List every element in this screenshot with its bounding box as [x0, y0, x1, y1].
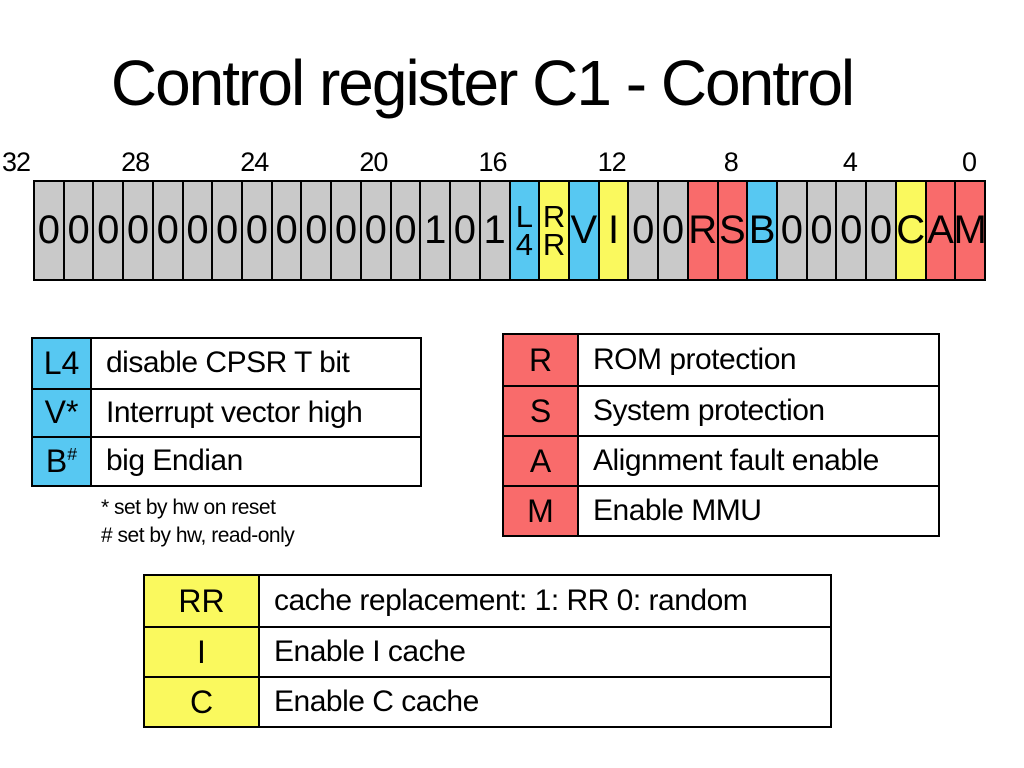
bit-scale-label: 32	[1, 147, 31, 177]
legend-key: RR	[145, 576, 260, 626]
register-bit-cell: M	[956, 182, 984, 279]
register-bit-cell: 0	[451, 182, 481, 279]
legend-table-control-bits: L4 disable CPSR T bit V* Interrupt vecto…	[31, 337, 422, 487]
bit-scale-label: 0	[961, 147, 977, 177]
register-bit-cell: 0	[332, 182, 362, 279]
bit-scale-label: 20	[359, 147, 388, 177]
legend-key: L4	[33, 339, 92, 388]
legend-table-protection-bits: R ROM protection S System protection A A…	[502, 333, 940, 537]
register-bit-cell: 0	[94, 182, 125, 279]
legend-key: B#	[33, 438, 92, 485]
register-bit-cell: 0	[124, 182, 154, 279]
register-bit-cell: 0	[302, 182, 333, 279]
legend-row: A Alignment fault enable	[504, 435, 938, 485]
legend-key: R	[504, 335, 579, 385]
legend-description: Enable MMU	[593, 494, 762, 527]
legend-description: System protection	[593, 394, 825, 427]
register-bit-cell: 0	[153, 182, 184, 279]
bit-scale-label: 4	[842, 147, 858, 177]
register-bit-cell: C	[896, 182, 927, 279]
legend-description: Enable C cache	[274, 685, 479, 718]
register-bit-cell: V	[569, 182, 600, 279]
legend-key: C	[145, 678, 260, 726]
legend-description: Interrupt vector high	[106, 395, 363, 429]
legend-row: B# big Endian	[33, 436, 420, 485]
legend-key: V*	[33, 389, 92, 437]
register-bit-cell: 0	[35, 182, 65, 279]
legend-key: S	[504, 387, 579, 435]
legend-row: S System protection	[504, 385, 938, 435]
legend-row: V* Interrupt vector high	[33, 387, 420, 437]
legend-description: ROM protection	[593, 343, 797, 376]
legend-description: disable CPSR T bit	[106, 346, 350, 380]
register-bit-cell: 1	[480, 182, 511, 279]
legend-row: R ROM protection	[504, 335, 938, 385]
register-bit-cell: 0	[213, 182, 244, 279]
legend-row: I Enable I cache	[145, 626, 830, 676]
register-bit-cell: 0	[272, 182, 303, 279]
legend-key: A	[504, 437, 579, 485]
legend-description: cache replacement: 1: RR 0: random	[274, 584, 748, 617]
register-bit-cell: I	[599, 182, 630, 279]
register-bit-cell: R	[688, 182, 719, 279]
legend-description: Enable I cache	[274, 635, 466, 668]
bit-scale-label: 24	[240, 147, 269, 177]
legend-description: big Endian	[106, 444, 243, 478]
legend-row: M Enable MMU	[504, 485, 938, 535]
footnote: * set by hw on reset	[101, 496, 276, 519]
legend-key: M	[504, 487, 579, 535]
footnote: # set by hw, read-only	[101, 524, 295, 547]
register-bit-cell: S	[718, 182, 749, 279]
bit-scale-label: 16	[478, 147, 507, 177]
register-bit-cell: 0	[361, 182, 392, 279]
register-bit-cell: 0	[629, 182, 660, 279]
page-title: Control register C1 - Control	[110, 47, 855, 119]
legend-description: Alignment fault enable	[593, 444, 879, 477]
bit-scale-label: 28	[121, 147, 150, 177]
legend-row: C Enable C cache	[145, 676, 830, 726]
register-bit-cell: 0	[391, 182, 422, 279]
legend-row: RR cache replacement: 1: RR 0: random	[145, 576, 830, 626]
bit-scale-label: 12	[597, 147, 627, 177]
register-bit-cell: A	[926, 182, 957, 279]
legend-table-cache-bits: RR cache replacement: 1: RR 0: random I …	[143, 574, 832, 728]
legend-row: L4 disable CPSR T bit	[33, 339, 420, 388]
register-bit-cell: 0	[867, 182, 897, 279]
register-bit-cell: 0	[837, 182, 868, 279]
register-bit-cell: 0	[777, 182, 808, 279]
footnotes: * set by hw on reset # set by hw, read-o…	[101, 494, 295, 550]
register-bit-cell: 0	[64, 182, 95, 279]
register-bit-cell: 0	[243, 182, 273, 279]
register-bit-cell: 0	[659, 182, 689, 279]
legend-key: I	[145, 628, 260, 676]
register-bit-cell: 0	[183, 182, 214, 279]
register-bit-cell: 0	[807, 182, 838, 279]
register-bit-cell: B	[748, 182, 778, 279]
bit-scale-label: 8	[723, 147, 739, 177]
register-bit-cell: 1	[421, 182, 452, 279]
